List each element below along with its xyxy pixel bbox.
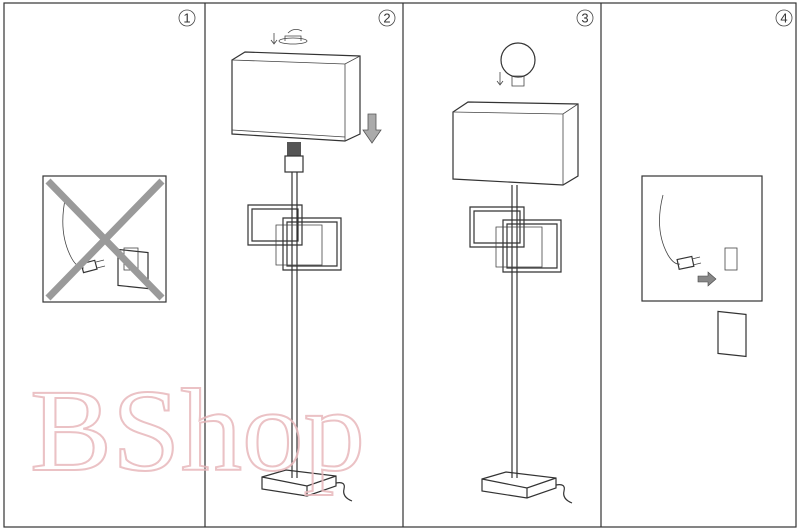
down-arrow-icon — [270, 33, 278, 45]
watermark-logo: BShop — [30, 365, 365, 496]
plug-icon — [676, 255, 695, 271]
socket-thread — [287, 142, 301, 156]
outer-frame — [3, 2, 797, 528]
svg-text:4: 4 — [780, 11, 787, 26]
light-bulb-icon — [500, 42, 536, 78]
down-arrow-icon — [496, 72, 504, 86]
lamp-base — [261, 469, 337, 497]
svg-text:2: 2 — [383, 11, 390, 26]
lamp-pole — [291, 172, 298, 478]
unplugged-warning-illustration — [42, 175, 167, 303]
step-4-number: 4 — [775, 9, 793, 27]
wall-socket-icon — [717, 310, 747, 358]
step-3-number: 3 — [576, 9, 594, 27]
socket — [284, 155, 304, 173]
step-1-number: 1 — [178, 9, 196, 27]
step-2-number: 2 — [378, 9, 396, 27]
svg-text:3: 3 — [581, 11, 588, 26]
down-arrow-icon — [362, 113, 382, 144]
lamp-base — [481, 471, 557, 499]
prohibited-cross-icon — [45, 178, 165, 301]
power-cord — [555, 484, 573, 504]
power-cord — [335, 482, 353, 502]
lamp-pole — [511, 185, 518, 478]
svg-text:1: 1 — [183, 11, 190, 26]
lamp-assembly-step-3 — [452, 42, 579, 504]
ring-nut-icon — [278, 37, 308, 45]
right-arrow-icon — [697, 271, 717, 287]
plug-in-illustration — [641, 175, 763, 358]
lamp-shade — [452, 101, 579, 186]
lamp-shade — [231, 51, 361, 142]
lamp-assembly-step-2 — [231, 29, 382, 502]
